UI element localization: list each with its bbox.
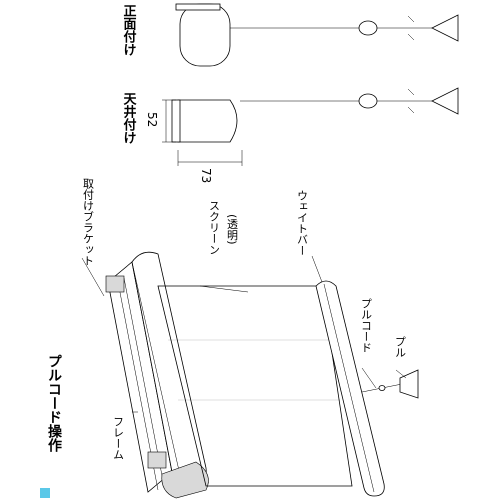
ceiling-mount-stopper [358,93,378,109]
ceiling-mount-plate [171,99,181,143]
pull-leader [395,369,407,379]
face-mount-cord-break [407,15,415,23]
face-mount-view [175,3,459,67]
bracket-label: 取付けブラケット [82,178,95,266]
mounting-bracket-bottom [147,451,167,469]
pull-cord-label: プルコード [360,298,373,353]
face-mount-plate [175,3,221,11]
dim-height-value: 52 [145,112,159,127]
ceiling-mount-pull [431,87,459,115]
face-mount-pull [431,14,459,42]
ceiling-mount-casing [177,99,238,143]
weight-bar-label: ウェイトバー [296,190,309,256]
screen-note: (透明) [226,214,239,245]
weight-bar [315,280,385,497]
ceiling-mount-view [162,87,459,166]
diagram-title: プルコード操作 [46,354,62,453]
face-mount-stopper [358,20,378,36]
roller-blind [105,251,419,499]
pull-handle [399,369,419,399]
face-mount-label: 正面付け [121,4,137,56]
screen [157,285,353,487]
pull-cord-knot [378,385,386,391]
frame-label: フレーム [112,416,125,460]
bracket-leader [81,257,105,297]
title-accent-mark [40,488,50,498]
dim-width-value: 73 [199,168,213,183]
screen-label: スクリーン [208,200,221,255]
end-cap [161,461,209,499]
screen-leader [199,285,249,293]
face-mount-casing [179,3,231,67]
pull-cord-leader [361,367,377,389]
pull-label: プル [394,336,407,358]
mounting-bracket-top [105,275,125,293]
ceiling-mount-label: 天井付け [121,92,137,144]
weight-bar-leader [311,255,323,283]
